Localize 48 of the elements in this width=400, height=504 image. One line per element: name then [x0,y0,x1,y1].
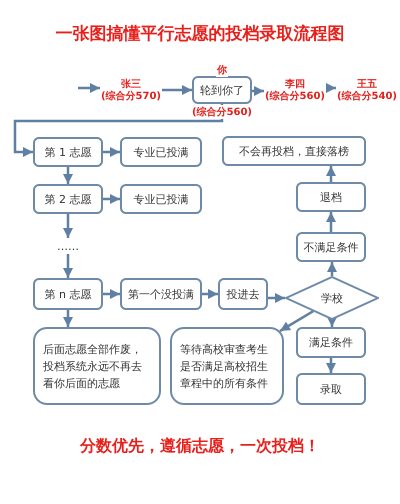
score-label: (综合分560) [191,105,253,119]
arrow [252,86,264,96]
arrow [327,317,337,327]
arrow [14,104,224,157]
process-box: 录取 [296,373,366,405]
candidate-name: 李四 [285,79,305,90]
caption: 分数优先，遵循志愿，一次投档！ [78,436,321,457]
arrow [326,166,336,182]
decision-diamond [285,276,379,320]
process-box: 第 2 志愿 [33,184,103,214]
process-box: 专业已投满 [120,184,202,214]
score-label: (综合分570) [100,91,161,103]
note-box: 等待高校审查考生是否满足高校招生章程中的所有条件 [170,327,284,405]
process-box: 第一个没投满 [120,278,202,310]
arrow [326,212,336,232]
arrow [162,85,192,95]
arrow [78,83,100,93]
note-box: 后面志愿全部作废，投档系统永远不再去看你后面的志愿 [33,327,161,405]
arrow [63,310,73,327]
candidate-name: 张三 [121,79,141,90]
arrow [327,262,337,276]
diagram-title: 一张图搞懂平行志愿的投档录取流程图 [54,23,346,45]
process-box: 投进去 [218,278,268,310]
arrow [63,254,73,278]
process-box: 满足条件 [296,327,366,358]
score-label: (综合分560) [264,91,325,103]
arrow [202,289,218,299]
process-box: 轮到你了 [192,76,252,104]
arrow [103,147,120,157]
arrow [326,358,336,373]
arrow [279,310,314,332]
process-box: 专业已投满 [120,137,202,167]
process-box: 第 1 志愿 [33,137,103,167]
ellipsis-text: …… [48,238,88,254]
arrow [63,167,73,184]
process-box: 退档 [296,182,366,212]
process-box: 不满足条件 [296,232,366,262]
arrow [103,289,120,299]
candidate-name: 王五 [357,79,377,90]
process-box: 第 n 志愿 [33,278,103,310]
process-box: 不会再投档，直接落榜 [222,136,366,166]
score-label: (综合分540) [336,91,397,103]
arrow [103,194,120,204]
arrow [326,83,336,93]
arrow [268,293,285,303]
arrow [63,214,73,238]
candidate-name: 你 [216,63,228,77]
diamond-label: 学校 [321,290,343,306]
